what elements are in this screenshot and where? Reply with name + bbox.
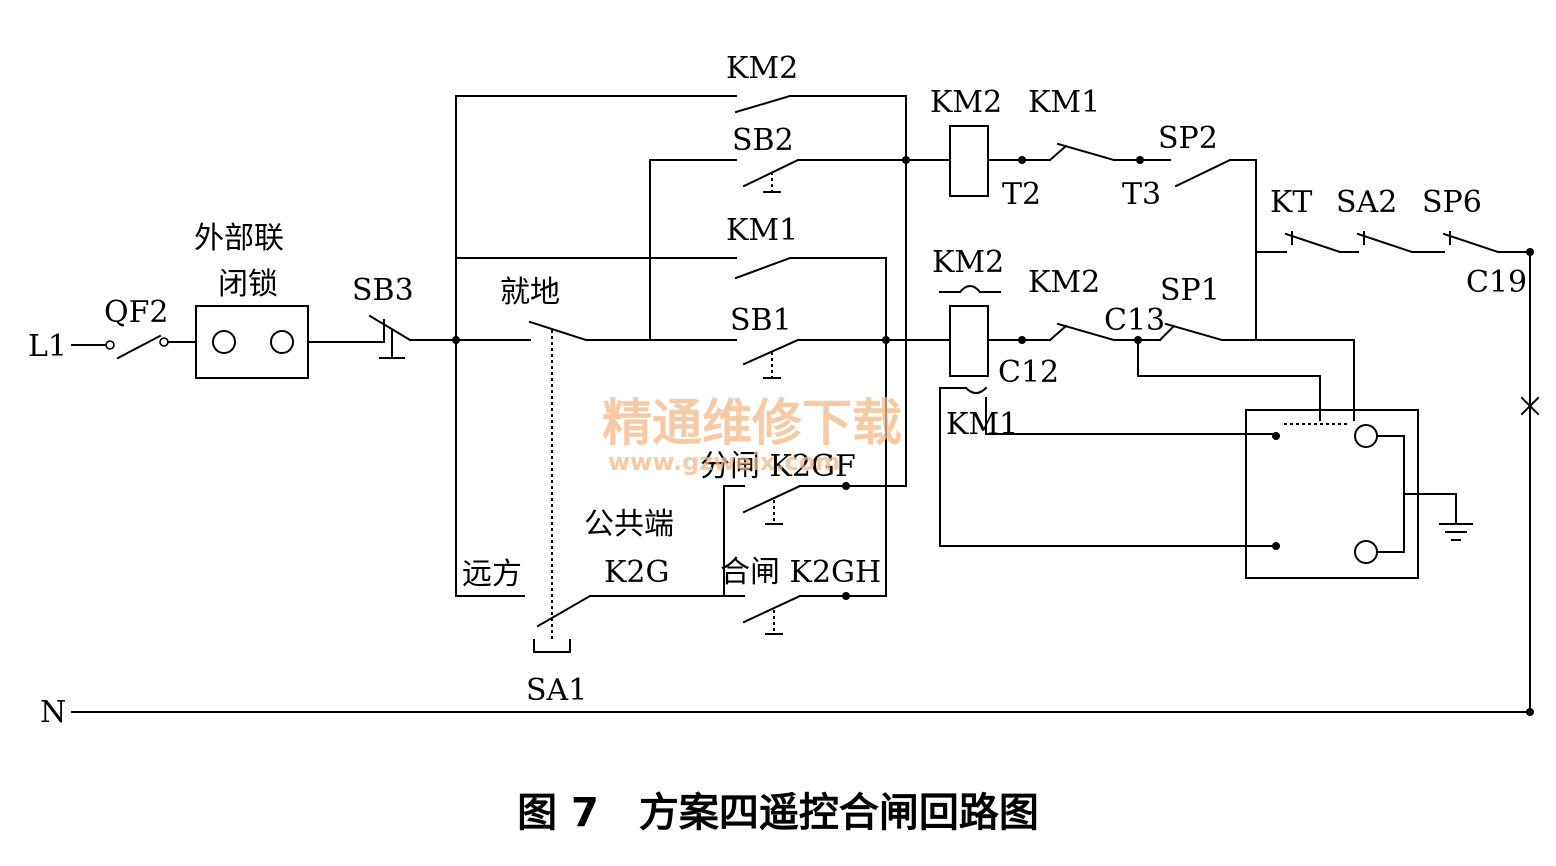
label-sp6: SP6 — [1422, 185, 1482, 220]
junction-node — [1018, 336, 1026, 344]
watermark-text: 精通维修下载 — [602, 394, 902, 452]
k2gf-open-contact — [723, 482, 907, 597]
label-sa2: SA2 — [1336, 185, 1397, 220]
sb3-pushbutton — [367, 314, 457, 359]
label-km2-coil-top: KM2 — [930, 85, 1002, 120]
label-interlock-2: 闭锁 — [218, 267, 278, 302]
label-km2-top: KM2 — [726, 51, 798, 86]
label-c13: C13 — [1104, 303, 1165, 338]
label-t2: T2 — [1002, 177, 1041, 212]
terminal-wiring — [939, 339, 1355, 547]
label-c12: C12 — [998, 355, 1059, 390]
label-c19: C19 — [1466, 265, 1527, 300]
label-common-2: K2G — [604, 555, 669, 590]
label-km2-coil2-top: KM2 — [932, 245, 1004, 280]
sb2-branch — [649, 159, 737, 341]
label-open-k2gf: 分闸 K2GF — [700, 449, 856, 484]
junction-node — [1018, 156, 1026, 164]
label-sb2: SB2 — [732, 123, 794, 158]
label-km1-contact-top: KM1 — [1028, 85, 1100, 120]
label-n: N — [40, 695, 66, 730]
label-qf2: QF2 — [104, 295, 169, 330]
label-km2-contact2-top: KM2 — [1028, 265, 1100, 300]
main-line-l1 — [71, 334, 197, 360]
label-common-1: 公共端 — [584, 507, 674, 542]
label-interlock-1: 外部联 — [194, 221, 284, 256]
label-remote: 远方 — [462, 557, 522, 592]
label-sp1: SP1 — [1160, 273, 1220, 308]
junction-node — [882, 336, 890, 344]
sp2-contact — [1174, 158, 1257, 341]
label-sa1: SA1 — [526, 673, 587, 708]
neutral-line — [71, 708, 1534, 716]
k2gh-close-contact — [723, 592, 887, 635]
external-interlock-box — [195, 305, 369, 379]
terminal-box — [1245, 409, 1473, 579]
kt-sa2-sp6-chain — [1255, 231, 1540, 713]
watermark-url: www.gzweix.com — [608, 448, 840, 476]
label-local: 就地 — [500, 275, 560, 310]
sb1-pushbutton — [742, 338, 951, 379]
label-km1-coil2: KM1 — [946, 407, 1018, 442]
label-sb1: SB1 — [730, 303, 792, 338]
sp1-contact — [1158, 322, 1257, 342]
sb2-pushbutton — [742, 158, 951, 193]
label-close-k2gh: 合闸 K2GH — [720, 555, 881, 590]
label-t3: T3 — [1122, 177, 1161, 212]
sa1-selector-switch — [455, 320, 737, 653]
junction-node — [1136, 156, 1144, 164]
label-sp2: SP2 — [1158, 121, 1218, 156]
label-kt: KT — [1270, 185, 1312, 220]
remote-branch — [455, 95, 737, 597]
label-km1-mid: KM1 — [726, 213, 798, 248]
km1-aux-contact-mid — [734, 256, 887, 597]
km1-interlock-contact — [1048, 142, 1171, 162]
label-l1: L1 — [28, 329, 67, 364]
figure-caption: 图 7 方案四遥控合闸回路图 — [517, 790, 1039, 836]
junction-node — [902, 156, 910, 164]
label-sb3: SB3 — [352, 273, 414, 308]
